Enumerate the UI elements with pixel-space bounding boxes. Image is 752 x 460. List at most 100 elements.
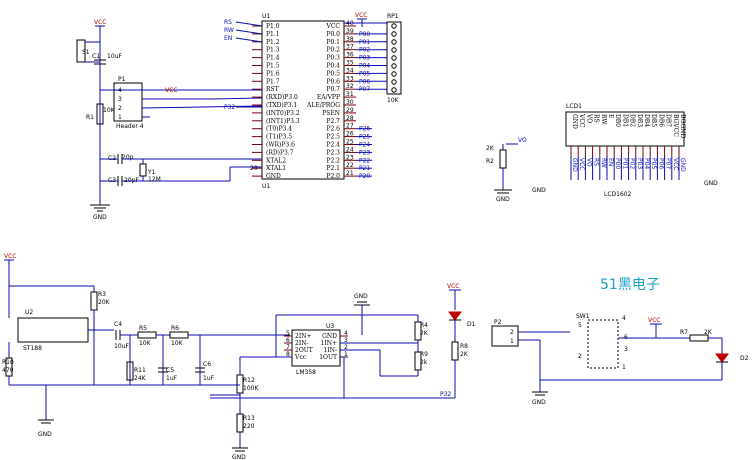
mcu-right-pin-label: P2.7 bbox=[326, 118, 340, 125]
mcu-right-pin-number: 26 bbox=[346, 131, 354, 138]
mcu-right-pin-label: P2.5 bbox=[326, 134, 340, 141]
mcu-right-pin-number: 34 bbox=[346, 67, 354, 74]
opamp-right-pin-label: 1OUT bbox=[319, 354, 337, 361]
lcd-pin-label: DB0 bbox=[614, 114, 621, 127]
reset-vcc: VCC bbox=[94, 19, 106, 26]
mcu-pin20: 20 bbox=[250, 165, 258, 172]
mcu-left-pin-label: P1.0 bbox=[266, 23, 280, 30]
res-r10-value: 470 bbox=[2, 367, 14, 374]
pot-gnd: GND bbox=[496, 196, 510, 203]
cap-c5-value: 1uF bbox=[166, 375, 178, 382]
mcu-right-pin-label: P2.1 bbox=[326, 165, 340, 172]
svg-text:2: 2 bbox=[510, 329, 514, 336]
rp1-pin bbox=[391, 55, 397, 61]
mcu-right-pin-number: 31 bbox=[346, 91, 354, 98]
net-p32-mcu: P32 bbox=[224, 104, 235, 111]
mcu-left-pin-label: RST bbox=[266, 86, 279, 93]
mcu-right-pin-label: VCC bbox=[325, 23, 340, 30]
opamp-gnd-bottom: GND bbox=[232, 454, 246, 460]
switch-pin-number: 1 bbox=[622, 364, 626, 371]
rp1-pin bbox=[391, 71, 397, 77]
lcd-pin-net: RS bbox=[593, 158, 600, 166]
header-ref: P1 bbox=[118, 76, 126, 83]
crystal-gnd: GND bbox=[93, 214, 107, 221]
svg-text:3: 3 bbox=[118, 96, 122, 103]
lcd-pin-label: RS bbox=[593, 114, 600, 123]
switch-s1: S1 bbox=[82, 49, 90, 56]
lcd-pin-net: P04 bbox=[643, 158, 650, 169]
res-r7-value: 2K bbox=[704, 329, 713, 336]
res-r7: R7 bbox=[680, 329, 688, 336]
mcu-right-pin-label: P0.7 bbox=[326, 86, 340, 93]
mcu-right-pin-number: 25 bbox=[346, 139, 354, 146]
res-r5: R5 bbox=[139, 325, 147, 332]
opamp-left-pin-label: 2IN- bbox=[295, 340, 308, 347]
sensor-u2-part: ST188 bbox=[23, 345, 42, 352]
mcu-right-pin-label: P2.4 bbox=[326, 142, 340, 149]
res-r11-value: 24K bbox=[134, 375, 147, 382]
sensor-gnd: GND bbox=[38, 431, 52, 438]
res-r4-value: 2K bbox=[420, 330, 429, 337]
crystal-y1: Y1 bbox=[147, 169, 156, 176]
svg-text:1: 1 bbox=[118, 114, 122, 121]
mcu-right-pin-label: P0.2 bbox=[326, 47, 340, 54]
net-p32-opamp: P32 bbox=[440, 391, 451, 398]
res-r13-value: 220 bbox=[243, 423, 255, 430]
mcu-left-pin-label: (T1)P3.5 bbox=[266, 134, 292, 141]
net-rw: RW bbox=[224, 27, 234, 34]
pot-r2: R2 bbox=[486, 158, 494, 165]
mcu-left-pin-label: P1.5 bbox=[266, 63, 280, 70]
svg-text:2: 2 bbox=[118, 105, 122, 112]
cap-c1: C1 bbox=[92, 53, 100, 60]
mcu-right-pin-number: 22 bbox=[346, 162, 354, 169]
switch-pin-number: 5 bbox=[578, 322, 582, 329]
led-d1: D1 bbox=[467, 321, 476, 328]
lcd-gnd-right: GND bbox=[704, 180, 718, 187]
lcd-pin-label: RW bbox=[600, 114, 607, 125]
res-r1: R1 bbox=[86, 114, 94, 121]
rp1-pin bbox=[391, 31, 397, 37]
mcu-ref: U1 bbox=[262, 13, 270, 20]
switch-pin-number: 2 bbox=[578, 353, 582, 360]
mcu-right-pin-label: P0.4 bbox=[326, 63, 340, 70]
res-r6-value: 10K bbox=[171, 340, 184, 347]
mcu-right-pin-label: P2.0 bbox=[326, 173, 340, 180]
opamp-left-pin-label: 2OUT bbox=[295, 347, 313, 354]
lcd-pin-label: BGVCC bbox=[672, 114, 679, 137]
lcd-pin-net: EN bbox=[607, 158, 614, 166]
rp1-pin bbox=[391, 39, 397, 45]
lcd-gnd-left: GND bbox=[532, 187, 546, 194]
reset-circuit: VCC S1 C1 10uF R1 10K bbox=[76, 19, 262, 205]
lcd-pin-net: VO bbox=[585, 158, 592, 167]
lcd-pin-label: DB7 bbox=[665, 114, 672, 127]
rp1-pin bbox=[391, 63, 397, 69]
mcu-right-pin-label: EA/VPP bbox=[317, 94, 340, 101]
opamp-part: LM358 bbox=[296, 369, 316, 376]
cap-c4: C4 bbox=[114, 321, 122, 328]
mcu-right-pin-label: P0.3 bbox=[326, 55, 340, 62]
mcu-right-pin-number: 28 bbox=[346, 115, 354, 122]
opamp-ref: U3 bbox=[326, 323, 334, 330]
lcd-pin-label: DB6 bbox=[657, 114, 664, 127]
sensor-vcc: VCC bbox=[4, 253, 16, 260]
opamp-left-pin-number: 8 bbox=[286, 351, 290, 358]
crystal-circuit: C2 20p C3 20pF Y1 12M GND bbox=[90, 154, 262, 221]
res-r9-value: 2k bbox=[420, 359, 428, 366]
mcu-right-pin-number: 37 bbox=[346, 44, 354, 51]
lcd-pin-label: VCC bbox=[578, 113, 585, 128]
mcu-left-pin-label: XTAL1 bbox=[266, 165, 286, 172]
mcu-left-pin-label: P1.7 bbox=[266, 78, 280, 85]
power-vcc: VCC bbox=[648, 317, 660, 324]
mcu-ref-bottom: U1 bbox=[262, 183, 270, 190]
res-r3-value: 20K bbox=[98, 299, 111, 306]
mcu-left-pin-label: P1.2 bbox=[266, 39, 280, 46]
opamp-right-pin-number: 1 bbox=[344, 351, 348, 358]
lcd-pin-label: E bbox=[607, 114, 614, 118]
res-r5-value: 10K bbox=[139, 340, 152, 347]
mcu-left-pin-label: P1.1 bbox=[266, 31, 280, 38]
